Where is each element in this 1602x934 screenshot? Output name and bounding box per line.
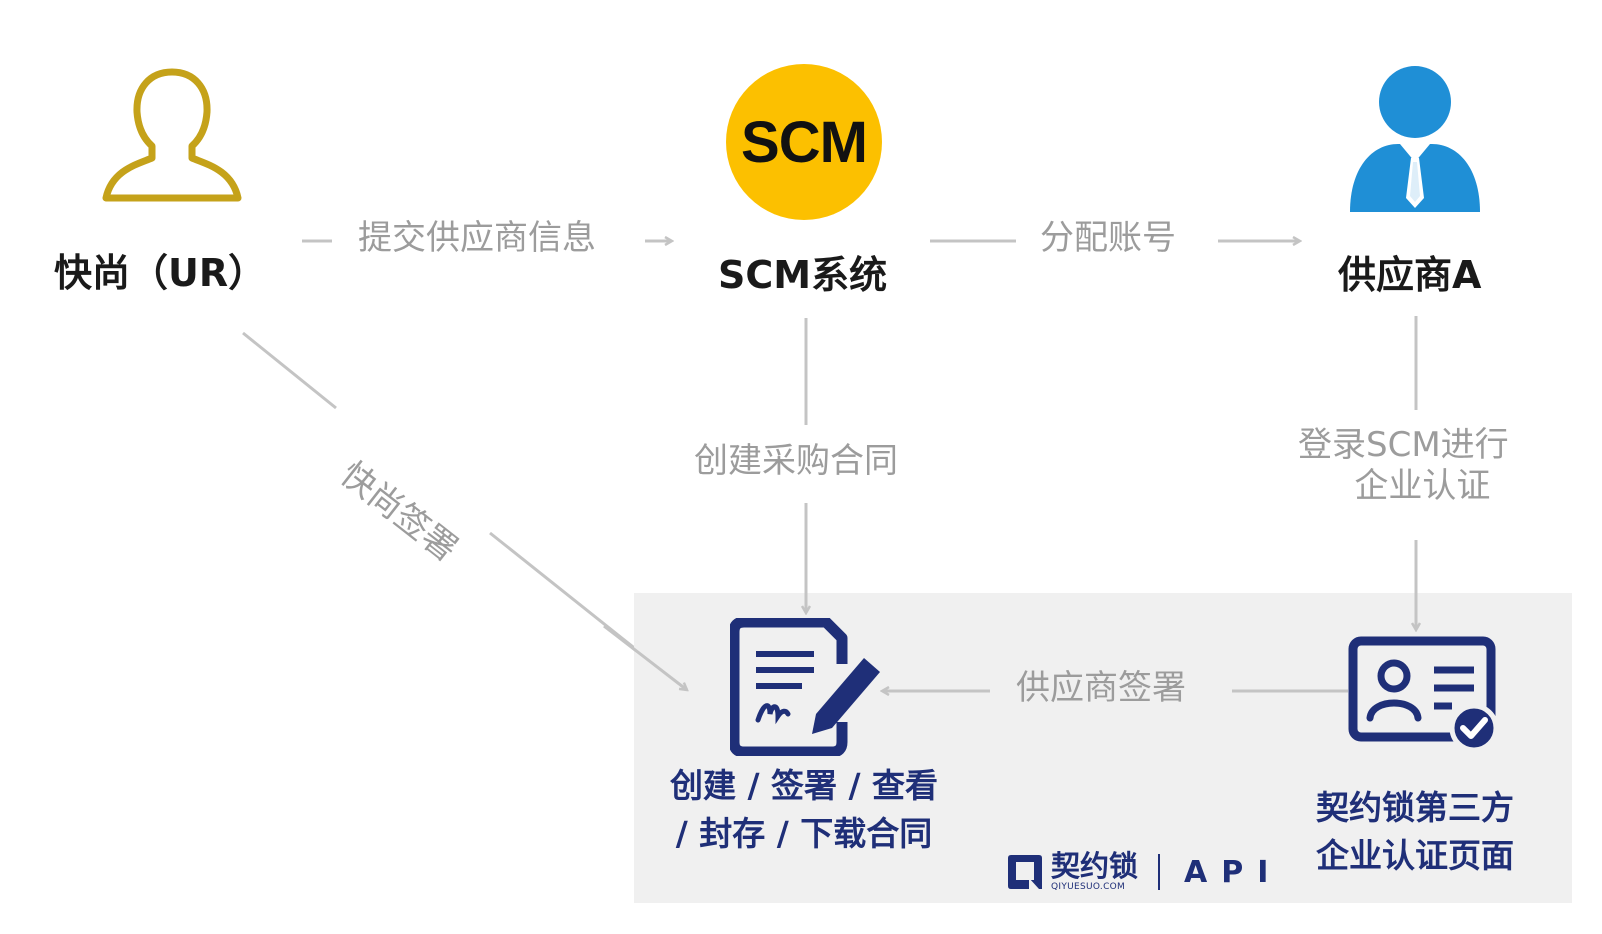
scm-logo: SCM xyxy=(726,64,882,220)
node-label-contract-line2: / 封存 / 下载合同 xyxy=(675,814,933,853)
edge-label-login-certify-line1: 登录SCM进行 xyxy=(1298,425,1509,465)
node-label-supplier: 供应商A xyxy=(1338,253,1482,297)
id-card-verified-icon xyxy=(1348,636,1499,753)
node-label-certification-line2: 企业认证页面 xyxy=(1316,836,1514,875)
brand-api: API xyxy=(1184,854,1283,890)
qiyuesuo-logo-icon xyxy=(1008,855,1042,889)
qiyuesuo-brand: 契约锁 QIYUESUO.COM API xyxy=(1005,848,1282,896)
contract-sign-icon xyxy=(730,618,880,756)
edge-label-submit-info: 提交供应商信息 xyxy=(358,218,596,259)
node-label-kuaishang: 快尚（UR） xyxy=(54,251,267,295)
business-user-icon xyxy=(1350,66,1480,212)
node-label-contract-line1: 创建 / 签署 / 查看 xyxy=(669,766,939,805)
brand-domain: QIYUESUO.COM xyxy=(1051,882,1126,892)
brand-name: 契约锁 xyxy=(1051,849,1139,883)
edge-label-login-certify: 登录SCM进行 企业认证 xyxy=(1298,425,1509,507)
node-label-scm: SCM系统 xyxy=(718,253,888,297)
edge-label-assign-account: 分配账号 xyxy=(1040,218,1176,259)
user-outline-icon xyxy=(102,68,242,202)
node-label-contract: 创建 / 签署 / 查看 / 封存 / 下载合同 xyxy=(668,762,940,858)
edge-label-supplier-sign: 供应商签署 xyxy=(1016,668,1186,709)
node-label-certification-line1: 契约锁第三方 xyxy=(1316,788,1514,827)
node-label-certification: 契约锁第三方 企业认证页面 xyxy=(1310,784,1520,880)
edge-label-create-contract: 创建采购合同 xyxy=(694,441,898,482)
brand-separator xyxy=(1158,854,1161,890)
edge-label-login-certify-line2: 企业认证 xyxy=(1354,465,1491,506)
